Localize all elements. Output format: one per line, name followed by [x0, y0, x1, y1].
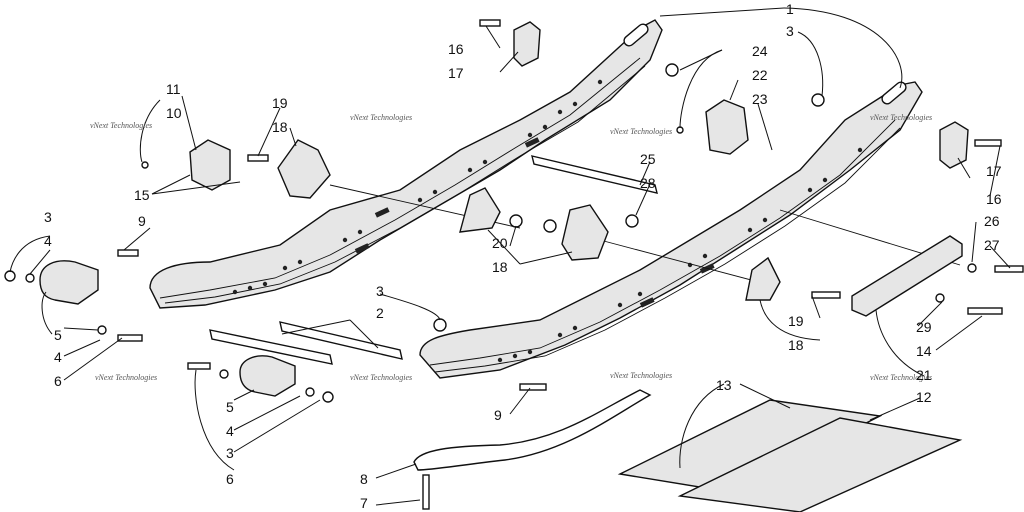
- left-rail-holes: [232, 23, 649, 295]
- callout-19: 19: [272, 95, 288, 111]
- callout-23: 23: [752, 91, 768, 107]
- callout-16: 16: [448, 41, 464, 57]
- callout-14: 14: [916, 343, 932, 359]
- callout-9: 9: [494, 407, 502, 423]
- callout-18: 18: [272, 119, 288, 135]
- callout-3: 3: [226, 445, 234, 461]
- watermark-text: vNext Technologies: [350, 113, 412, 122]
- watermark-text: vNext Technologies: [870, 113, 932, 122]
- callout-9: 9: [138, 213, 146, 229]
- watermark-text: vNext Technologies: [610, 371, 672, 380]
- callout-13: 13: [716, 377, 732, 393]
- callout-6: 6: [54, 373, 62, 389]
- hyfax-slide: [413, 389, 652, 471]
- callout-17: 17: [986, 163, 1002, 179]
- callout-19: 19: [788, 313, 804, 329]
- callout-29: 29: [916, 319, 932, 335]
- watermarks: vNext Technologies vNext Technologies vN…: [90, 113, 932, 382]
- callout-15: 15: [134, 187, 150, 203]
- cross-shafts: [209, 155, 961, 365]
- callout-3: 3: [786, 23, 794, 39]
- callout-4: 4: [226, 423, 234, 439]
- leader-lines: [9, 7, 1011, 506]
- watermark-text: vNext Technologies: [610, 127, 672, 136]
- callout-28: 28: [640, 175, 656, 191]
- callout-6: 6: [226, 471, 234, 487]
- callout-24: 24: [752, 43, 768, 59]
- callout-4: 4: [44, 233, 52, 249]
- right-slide-rail: [419, 81, 923, 379]
- callout-12: 12: [916, 389, 932, 405]
- track-strips: [617, 399, 963, 512]
- callout-1: 1: [786, 1, 794, 17]
- callout-20: 20: [492, 235, 508, 251]
- callout-17: 17: [448, 65, 464, 81]
- watermark-text: vNext Technologies: [870, 373, 932, 382]
- wear-plate: [851, 235, 963, 317]
- callout-8: 8: [360, 471, 368, 487]
- callout-25: 25: [640, 151, 656, 167]
- brackets: [277, 99, 781, 301]
- watermark-text: vNext Technologies: [95, 373, 157, 382]
- callout-5: 5: [54, 327, 62, 343]
- callout-27: 27: [984, 237, 1000, 253]
- callout-7: 7: [360, 495, 368, 511]
- callout-16: 16: [986, 191, 1002, 207]
- callout-3: 3: [376, 283, 384, 299]
- callout-11: 11: [166, 81, 181, 97]
- callout-18: 18: [788, 337, 804, 353]
- callout-2: 2: [376, 305, 384, 321]
- callout-26: 26: [984, 213, 1000, 229]
- callout-10: 10: [166, 105, 182, 121]
- callout-18: 18: [492, 259, 508, 275]
- callout-22: 22: [752, 67, 768, 83]
- callout-3: 3: [44, 209, 52, 225]
- callout-21: 21: [916, 367, 932, 383]
- callout-numbers: 1 3 24 22 23 16 17 11 10 19 18 15 9 3 4 …: [44, 1, 1002, 511]
- callout-4: 4: [54, 349, 62, 365]
- callout-5: 5: [226, 399, 234, 415]
- watermark-text: vNext Technologies: [350, 373, 412, 382]
- stopper-blocks: [39, 21, 969, 397]
- watermark-text: vNext Technologies: [90, 121, 152, 130]
